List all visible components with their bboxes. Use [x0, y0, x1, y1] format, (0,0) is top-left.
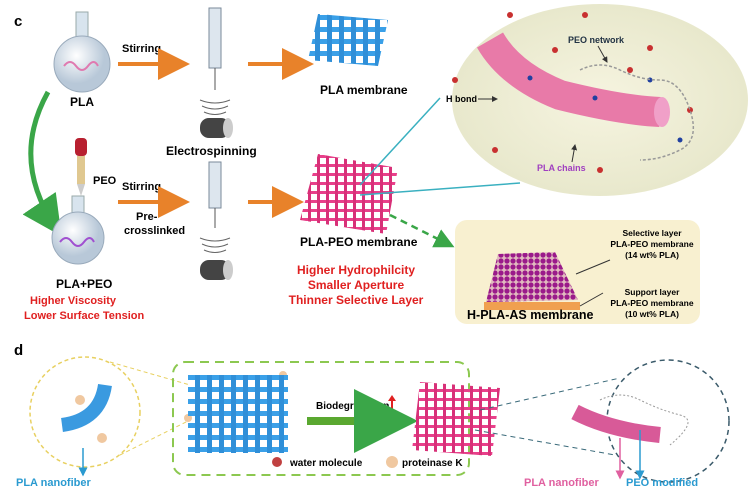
zoom-line-top: [359, 97, 441, 186]
pla-chains-label: PLA chains: [537, 163, 586, 173]
syringe-icon-2: [199, 161, 233, 280]
h-pla-as-box: [455, 220, 700, 324]
pre-label: Pre-: [136, 211, 158, 223]
property-selective-layer: Thinner Selective Layer: [289, 293, 424, 307]
peo-chains: [599, 394, 689, 446]
green-curved-arrow: [22, 90, 62, 237]
pla-nanofiber-left-label: PLA nanofiber: [16, 477, 91, 489]
water-molecule-label: water molecule: [289, 458, 363, 469]
blue-nanofiber: [60, 383, 112, 432]
right-zoom-line-bottom: [474, 429, 616, 456]
peo-modified-label: PEO modified: [626, 477, 698, 489]
panel-d-label: d: [14, 342, 23, 359]
pla-peo-flask: [51, 195, 105, 265]
pla-chains-pointer: [571, 144, 578, 163]
pla-peo-membrane-mesh: [300, 154, 398, 234]
peo-label: PEO: [93, 175, 117, 187]
pla-flask: [53, 11, 111, 93]
right-zoom-circle: [606, 359, 730, 483]
proteinase-k-icon: [386, 456, 398, 468]
left-zoom-line-bottom: [119, 419, 191, 456]
selective-layer-1: Selective layer: [622, 228, 682, 238]
h-pla-as-label: H-PLA-AS membrane: [467, 308, 593, 322]
pla-label: PLA: [70, 95, 94, 109]
selective-layer-2: PLA-PEO membrane: [610, 239, 693, 249]
peo-dropper-icon: [75, 138, 87, 196]
crosslinked-label: crosslinked: [124, 225, 185, 237]
right-zoom-line-top: [479, 377, 621, 411]
selective-pointer: [575, 259, 611, 275]
blue-mesh: [188, 375, 288, 453]
left-zoom-circle: [29, 356, 141, 468]
selective-layer-3: (14 wt% PLA): [625, 250, 679, 260]
support-layer-2: PLA-PEO membrane: [610, 298, 693, 308]
property-hydrophilicity: Higher Hydrophilcity: [297, 263, 415, 277]
increase-arrowhead: [388, 395, 396, 401]
molecular-zoom-ellipse: [452, 4, 748, 196]
stirring-label-1: Stirring: [122, 43, 161, 55]
pink-nanofiber: [571, 404, 661, 443]
peo-network-pointer: [597, 45, 608, 63]
support-layer-1: Support layer: [625, 287, 680, 297]
electrospinning-label: Electrospinning: [166, 144, 257, 158]
biodegradation-label: Biodegradation: [316, 401, 389, 412]
support-layer-3: (10 wt% PLA): [625, 309, 679, 319]
syringe-icon-1: [199, 7, 233, 138]
pla-peo-label: PLA+PEO: [56, 277, 112, 291]
panel-c-label: c: [14, 13, 22, 30]
peo-network-label: PEO network: [568, 35, 625, 45]
pink-mesh: [412, 382, 500, 456]
pla-membrane-label: PLA membrane: [320, 83, 408, 97]
support-pointer: [579, 292, 604, 307]
pla-nanofiber-right-label: PLA nanofiber: [524, 477, 599, 489]
property-aperture: Smaller Aperture: [308, 278, 405, 292]
h-bond-label: H bond: [446, 94, 477, 104]
zoom-line-bottom: [359, 182, 521, 196]
pla-membrane-mesh: [308, 14, 388, 66]
pla-peo-membrane-label: PLA-PEO membrane: [300, 235, 418, 249]
lower-surface-tension: Lower Surface Tension: [24, 310, 144, 322]
higher-viscosity: Higher Viscosity: [30, 295, 117, 307]
water-molecule-icon: [272, 457, 282, 467]
stirring-label-2: Stirring: [122, 181, 161, 193]
proteinase-k-label: proteinase K: [402, 458, 463, 469]
